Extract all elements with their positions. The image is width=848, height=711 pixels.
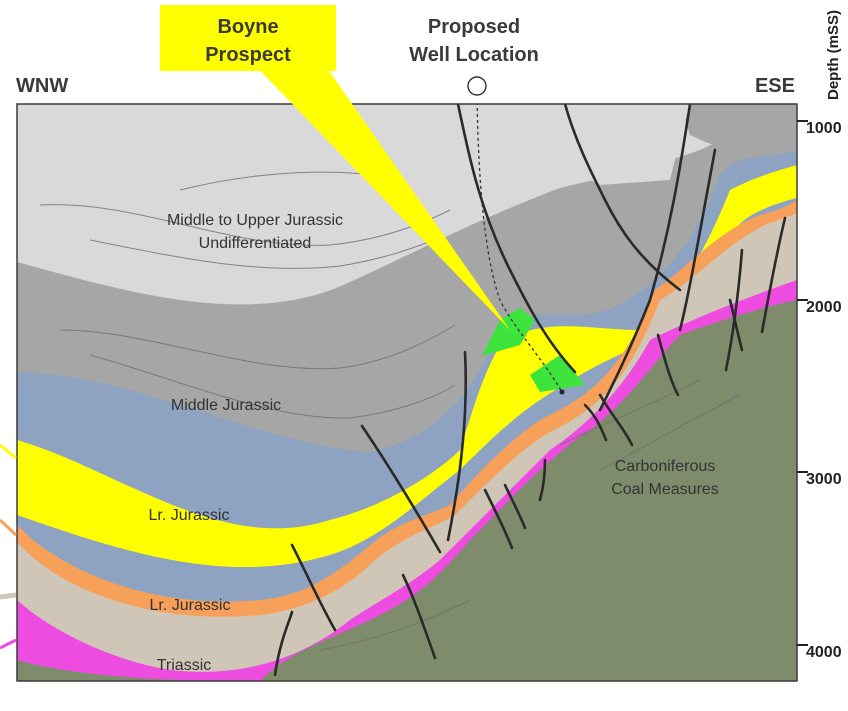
- fault-center-6: [483, 488, 514, 550]
- direction-right-label: ESE: [755, 75, 795, 97]
- label-lr-jurassic-lower: Lr. Jurassic: [150, 597, 231, 614]
- fault-lower-2: [583, 403, 608, 442]
- fault-main-1: [456, 104, 577, 374]
- unit-middle-jurassic-block: [680, 104, 797, 155]
- prospect-green-upper: [482, 308, 535, 356]
- unit-yellow-sand-upper: [17, 165, 797, 568]
- contour-line-3: [89, 237, 441, 269]
- well-label-line2: Well Location: [409, 44, 539, 66]
- light-grey-fault-wedge: [455, 104, 690, 211]
- fault-lower-3: [656, 333, 680, 397]
- label-lr-jurassic-upper: Lr. Jurassic: [149, 507, 230, 524]
- contour-line-6: [559, 379, 701, 446]
- fault-center-5: [273, 610, 294, 677]
- fault-center-1: [360, 424, 442, 554]
- legend-connector-yellow: [0, 443, 17, 460]
- contour-line-2: [39, 204, 451, 246]
- prospect-callout-box: [160, 5, 336, 71]
- prospect-callout-pointer: [250, 58, 510, 330]
- contour-line-7: [319, 599, 471, 651]
- direction-left-label: WNW: [16, 75, 68, 97]
- prospect-label-line1: Boyne: [217, 16, 278, 38]
- prospect-label-line2: Prospect: [205, 44, 291, 66]
- fault-center-2: [446, 350, 468, 542]
- section-frame: [16, 103, 798, 682]
- well-trajectory: [476, 104, 563, 393]
- unit-carboniferous: [17, 300, 797, 681]
- well-label-line1: Proposed: [428, 16, 520, 38]
- legend-connector-orange: [0, 518, 18, 537]
- fault-lower-1: [598, 393, 634, 447]
- fault-main-2: [563, 104, 682, 292]
- fault-right-1: [678, 148, 717, 332]
- fault-center-4: [401, 573, 437, 660]
- label-mid-upper-jurassic-1: Middle to Upper Jurassic: [167, 212, 343, 229]
- depth-axis: 1000 2000 3000 4000: [797, 120, 842, 661]
- label-middle-jurassic: Middle Jurassic: [171, 397, 281, 414]
- label-triassic: Triassic: [157, 657, 212, 674]
- fault-lower-4: [728, 298, 744, 352]
- fault-right-2: [760, 216, 787, 334]
- contour-line-4: [59, 324, 456, 370]
- legend-connector-magenta: [0, 638, 17, 650]
- contour-line-5: [89, 354, 456, 419]
- fault-center-7: [503, 483, 527, 530]
- depth-label-1000: 1000: [806, 120, 842, 137]
- depth-label-4000: 4000: [806, 644, 842, 661]
- depth-label-3000: 3000: [806, 471, 842, 488]
- fault-center-3: [290, 543, 337, 632]
- legend-connector-tan: [0, 592, 17, 600]
- label-carboniferous-2: Coal Measures: [611, 481, 719, 498]
- depth-axis-title: Depth (mSS): [825, 10, 842, 100]
- label-mid-upper-jurassic-2: Undifferentiated: [199, 235, 312, 252]
- contour-line-8: [599, 394, 741, 471]
- well-target-dot: [559, 389, 565, 395]
- depth-label-2000: 2000: [806, 299, 842, 316]
- well-location-marker: [467, 76, 487, 96]
- fault-main-3: [598, 104, 692, 412]
- fault-center-8: [538, 458, 547, 502]
- prospect-green-lower: [530, 355, 585, 392]
- label-carboniferous-1: Carboniferous: [615, 458, 716, 475]
